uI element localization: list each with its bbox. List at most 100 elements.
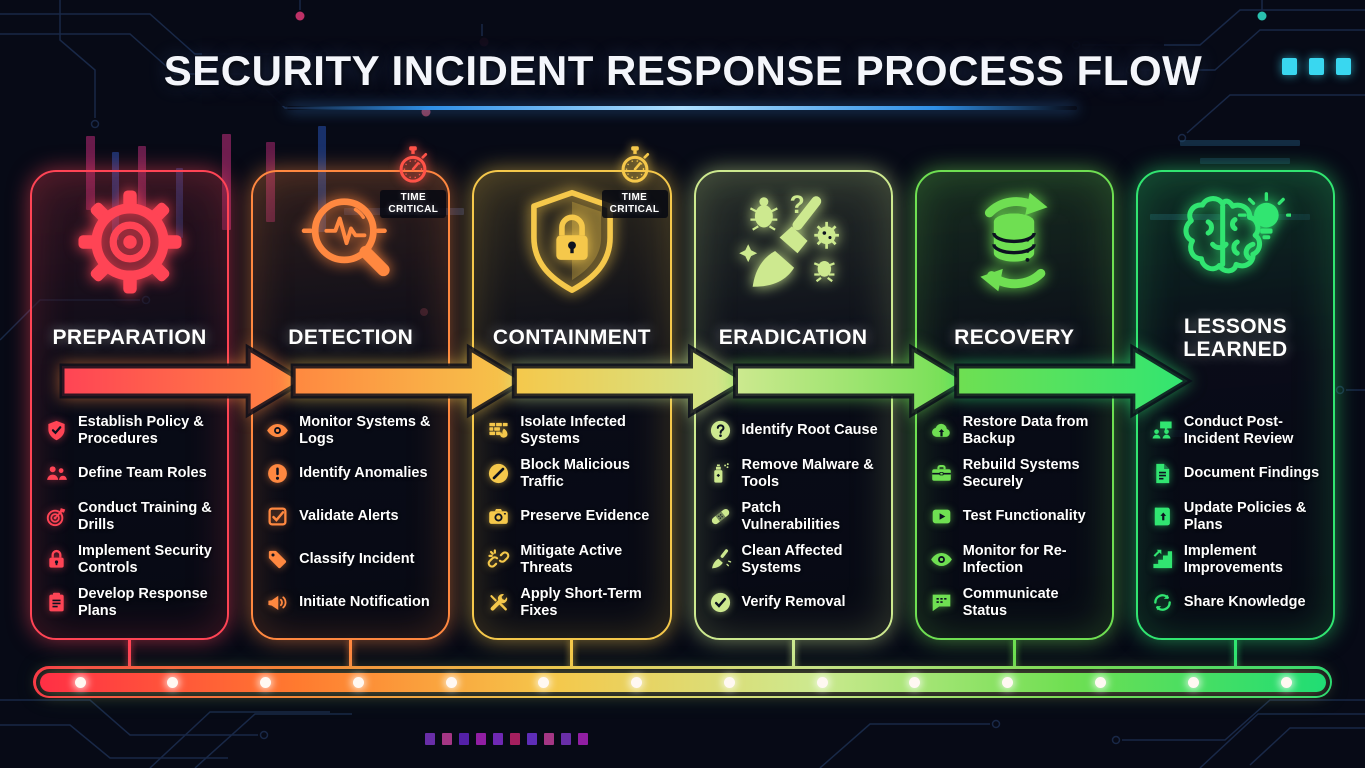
list-item: Document Findings	[1151, 453, 1320, 494]
timeline-connector	[791, 640, 795, 670]
list-item: Communicate Status	[930, 582, 1099, 623]
stage-card-preparation: PREPARATION Establish Policy & Procedure…	[30, 170, 230, 640]
list-item: Rebuild Systems Securely	[930, 453, 1099, 494]
block-icon	[487, 462, 511, 485]
list-item: Monitor Systems & Logs	[266, 410, 435, 451]
stage-items: Restore Data from Backup Rebuild Systems…	[930, 410, 1099, 623]
broom-icon	[709, 548, 733, 571]
list-item: Implement Security Controls	[45, 539, 214, 580]
timeline-bar	[39, 672, 1326, 692]
list-item: Mitigate Active Threats	[487, 539, 656, 580]
list-item: Initiate Notification	[266, 582, 435, 623]
timeline-dot	[352, 676, 364, 688]
timeline-connector	[1012, 640, 1016, 670]
stage-card-containment: TIME CRITICAL CONTAINMENT Isolate Infect…	[472, 146, 672, 640]
list-item: Define Team Roles	[45, 453, 214, 494]
list-item: Identify Anomalies	[266, 453, 435, 494]
stage-title: LESSONS LEARNED	[1183, 314, 1288, 361]
eye-icon	[930, 548, 954, 571]
megaphone-icon	[266, 591, 290, 614]
list-item: Conduct Post-Incident Review	[1151, 410, 1320, 451]
alert-icon	[266, 462, 290, 485]
timeline-dot	[1095, 676, 1107, 688]
chat-icon	[930, 591, 954, 614]
time-critical-label: TIME CRITICAL	[601, 190, 668, 218]
eye-icon	[266, 419, 290, 442]
document-icon	[1151, 462, 1175, 485]
cloud-upload-icon	[930, 419, 954, 442]
stages-row: PREPARATION Establish Policy & Procedure…	[30, 146, 1336, 640]
list-item: Test Functionality	[930, 496, 1099, 537]
list-item: Implement Improvements	[1151, 539, 1320, 580]
list-item: Verify Removal	[709, 582, 878, 623]
stopwatch-icon	[618, 146, 652, 189]
stage-items: Establish Policy & Procedures Define Tea…	[45, 410, 214, 623]
list-item: Identify Root Cause	[709, 410, 878, 451]
stage-card-eradication: ? ERADICATION Identify Root Cause Remove…	[693, 170, 893, 640]
stairs-icon	[1151, 548, 1175, 571]
timeline-dot	[538, 676, 550, 688]
play-icon	[930, 505, 954, 528]
timeline-dot	[1187, 676, 1199, 688]
svg-text:?: ?	[790, 192, 805, 219]
tools-icon	[487, 591, 511, 614]
list-item: Share Knowledge	[1151, 582, 1320, 623]
arrow-spacer	[487, 364, 656, 410]
book-up-icon	[1151, 505, 1175, 528]
list-item: Classify Incident	[266, 539, 435, 580]
toolbox-icon	[930, 462, 954, 485]
timeline-dot	[74, 676, 86, 688]
checkbox-icon	[266, 505, 290, 528]
gear-icon	[45, 172, 214, 312]
arrow-spacer	[1151, 364, 1320, 410]
list-item: Patch Vulnerabilities	[709, 496, 878, 537]
list-item: Clean Affected Systems	[709, 539, 878, 580]
list-item: Update Policies & Plans	[1151, 496, 1320, 537]
bandage-icon	[709, 505, 733, 528]
arrow-spacer	[709, 364, 878, 410]
stage-title: PREPARATION	[52, 326, 207, 350]
people-chat-icon	[1151, 419, 1175, 442]
clipboard-icon	[45, 591, 69, 614]
list-item: Restore Data from Backup	[930, 410, 1099, 451]
list-item: Conduct Training & Drills	[45, 496, 214, 537]
check-circle-icon	[709, 591, 733, 614]
timeline-dot	[631, 676, 643, 688]
stage-items: Conduct Post-Incident Review Document Fi…	[1151, 410, 1320, 623]
timeline-dot	[167, 676, 179, 688]
tag-icon	[266, 548, 290, 571]
stage-card-recovery: RECOVERY Restore Data from Backup Rebuil…	[914, 170, 1114, 640]
page-title: SECURITY INCIDENT RESPONSE PROCESS FLOW	[163, 47, 1203, 94]
shield-check-icon	[45, 419, 69, 442]
list-item: Remove Malware & Tools	[709, 453, 878, 494]
camera-icon	[487, 505, 511, 528]
timeline-dot	[816, 676, 828, 688]
firewall-icon	[487, 419, 511, 442]
refresh-icon	[1151, 591, 1175, 614]
team-icon	[45, 462, 69, 485]
list-item: Monitor for Re-Infection	[930, 539, 1099, 580]
list-item: Block Malicious Traffic	[487, 453, 656, 494]
header-band: SECURITY INCIDENT RESPONSE PROCESS FLOW	[164, 36, 1202, 106]
timeline-connector	[128, 640, 132, 670]
list-item: Develop Response Plans	[45, 582, 214, 623]
spray-icon	[709, 462, 733, 485]
timeline-connector	[570, 640, 574, 670]
stage-title: CONTAINMENT	[492, 326, 651, 350]
stage-title: DETECTION	[288, 326, 414, 350]
time-critical-label: TIME CRITICAL	[380, 190, 447, 218]
database-refresh-icon	[930, 172, 1099, 312]
arrow-spacer	[930, 364, 1099, 410]
timeline	[33, 666, 1332, 698]
magnifier-pulse-icon	[266, 172, 435, 312]
timeline-dot	[1002, 676, 1014, 688]
timeline-dot	[723, 676, 735, 688]
broom-bugs-icon: ?	[709, 172, 878, 312]
stage-title: RECOVERY	[954, 326, 1075, 350]
timeline-connector	[1233, 640, 1237, 670]
time-critical-badge: TIME CRITICAL	[380, 146, 447, 218]
question-icon	[709, 419, 733, 442]
timeline-dot	[1280, 676, 1292, 688]
timeline-dot	[909, 676, 921, 688]
